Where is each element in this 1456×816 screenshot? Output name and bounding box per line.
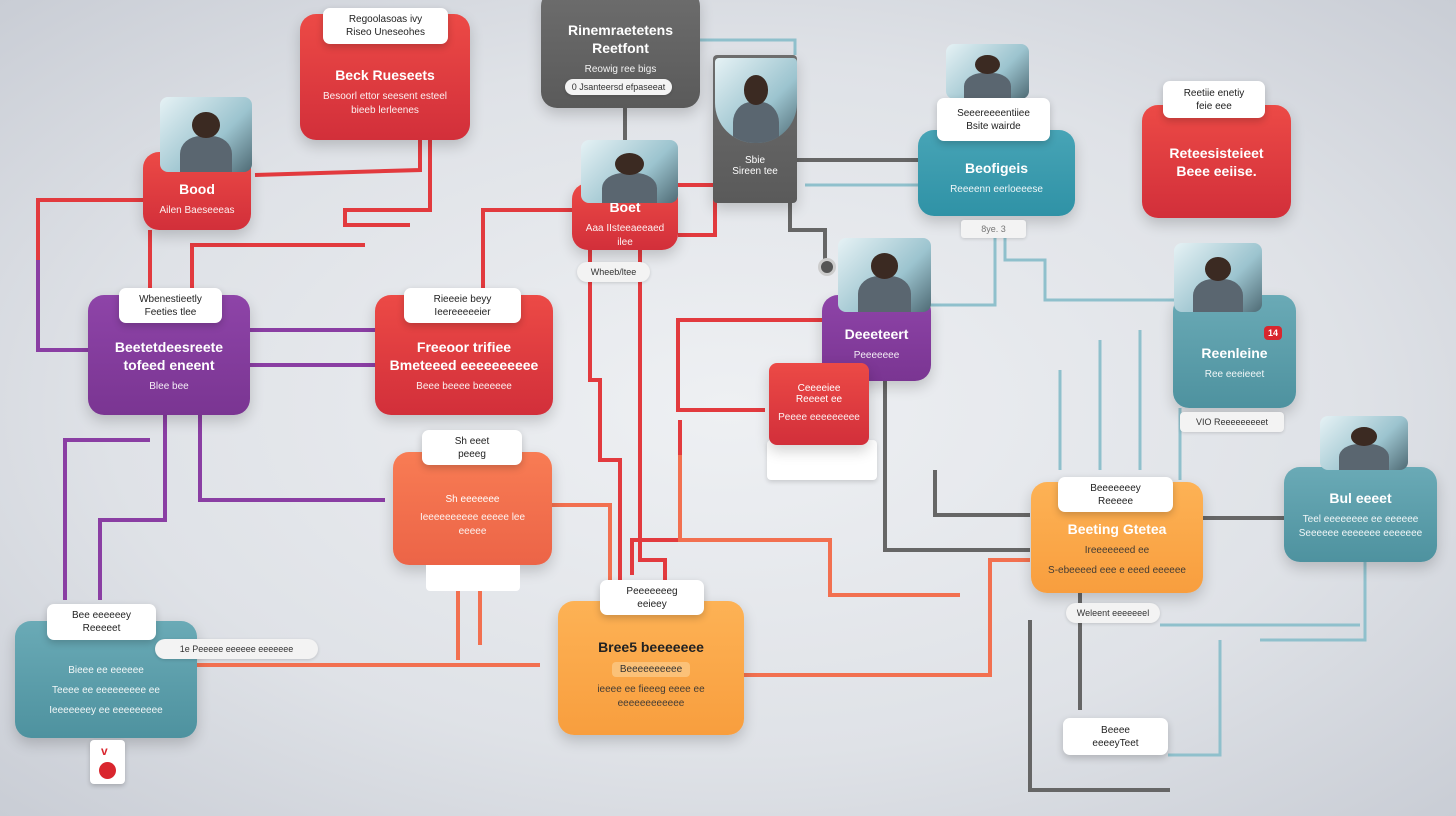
node-title: Reetfont xyxy=(592,40,649,56)
node-sub: S-ebeeeed eee e eeed eeeeee xyxy=(1048,564,1186,576)
node-sub: Teeee ee eeeeeeeee ee xyxy=(52,684,160,696)
node-title: Bood xyxy=(179,181,215,197)
node-sub: Ree eeeieeet xyxy=(1204,368,1265,380)
node-beofigeis[interactable]: Beofigeis Reeeenn eerloeeese xyxy=(918,130,1075,216)
node-pill: Wheeb/ltee xyxy=(577,262,650,282)
blank-card xyxy=(426,565,520,591)
node-sub: Peeee eeeeeeeee xyxy=(778,412,860,423)
node-sub: Sireen tee xyxy=(732,166,778,177)
node-title: Sbie xyxy=(744,155,765,166)
node-teal-left[interactable]: Bieee ee eeeeee Teeee ee eeeeeeeee ee Ie… xyxy=(15,621,197,738)
node-title: Beeting Gtetea xyxy=(1067,520,1167,537)
node-sub: Ieeeeeeeeee eeeee lee xyxy=(419,512,526,523)
node-title: Reeeet ee xyxy=(795,394,843,405)
node-pill: Beeeeeeeeee xyxy=(611,661,691,677)
alert-icon[interactable]: v xyxy=(90,740,125,784)
node-sub: Besoorl ettor seesent esteel xyxy=(323,91,447,102)
node-red-small[interactable]: Ceeeeiee Reeeet ee Peeee eeeeeeeee xyxy=(769,363,869,445)
person-photo xyxy=(160,97,252,172)
node-title: Beofigeis xyxy=(964,160,1028,176)
blank-card xyxy=(767,440,877,480)
node-red-right[interactable]: Reteesisteieet Beee eeiise. xyxy=(1142,105,1291,218)
node-sub: ieeee ee fieeeg eeee ee xyxy=(597,683,705,695)
node-title: Deeeteert xyxy=(844,326,909,342)
node-bree5[interactable]: Bree5 beeeeeee Beeeeeeeeee ieeee ee fiee… xyxy=(558,601,744,735)
node-title: Bmeteeed eeeeeeeeee xyxy=(389,357,539,373)
man-photo xyxy=(838,238,931,312)
node-sub: Peeeeeee xyxy=(853,350,900,361)
node-sub: eeeee xyxy=(458,526,487,537)
node-sub: bieeb lerleenes xyxy=(351,105,419,116)
node-tag: 8ye. 3 xyxy=(961,220,1026,238)
node-title: Rinemraetetens xyxy=(567,22,674,38)
man-photo xyxy=(1320,416,1408,470)
node-orange-center[interactable]: Sh eeeeeee Ieeeeeeeeee eeeee lee eeeee xyxy=(393,452,552,565)
node-pill: VIO Reeeeeeeeet xyxy=(1180,412,1284,432)
node-sub: Reeeenn eerloeeese xyxy=(950,184,1043,195)
node-title: Freeoor trifiee xyxy=(416,339,512,355)
node-title: Bree5 beeeeeee xyxy=(598,638,704,655)
room-photo xyxy=(715,58,797,143)
node-title: Sh eeeeeee xyxy=(445,494,500,505)
node-sub: Aaa IIsteeaeeaed ilee xyxy=(585,222,665,248)
node-sub: Beee beeee beeeeee xyxy=(416,381,512,392)
node-title: Ceeeeiee xyxy=(797,383,841,394)
node-sub: Ireeeeeeed ee xyxy=(1084,544,1150,556)
device-photo xyxy=(1174,243,1262,312)
node-connector-icon xyxy=(818,258,836,276)
node-sub: Seeeeee eeeeeee eeeeeee xyxy=(1298,527,1423,539)
desk-photo xyxy=(581,140,678,203)
node-pill: 0 Jsanteersd efpaseeat xyxy=(565,79,672,95)
node-sub: Teel eeeeeeee ee eeeeee xyxy=(1302,513,1419,525)
node-title: Reenleine xyxy=(1201,344,1268,361)
node-reenleine[interactable]: Reenleine Ree eeeieeet xyxy=(1173,295,1296,408)
woman-photo xyxy=(946,44,1029,99)
node-title: Beck Rueseets xyxy=(335,67,435,83)
node-title: Beee eeiise. xyxy=(1176,162,1257,179)
node-sub: Ailen Baeseeeas xyxy=(159,205,235,216)
node-pill: 1e Peeeee eeeeee eeeeeee xyxy=(155,639,318,659)
node-sub: Blee bee xyxy=(149,381,189,392)
notification-badge: 14 xyxy=(1264,326,1283,340)
node-sub: Bieee ee eeeeee xyxy=(68,664,144,676)
node-sub: Ieeeeeeey ee eeeeeeeee xyxy=(49,704,163,716)
node-sub: eeeeeeeeeeee xyxy=(617,697,685,709)
node-title: Reteesisteieet xyxy=(1169,144,1264,161)
node-title: tofeed eneent xyxy=(123,357,215,373)
node-pill: Weleent eeeeeeel xyxy=(1066,603,1160,623)
node-bul-eeeet[interactable]: Bul eeeet Teel eeeeeeee ee eeeeee Seeeee… xyxy=(1284,467,1437,562)
node-title: Bul eeeet xyxy=(1329,489,1392,506)
node-sub: Reowig ree bigs xyxy=(584,64,657,75)
node-title: Beetetdeesreete xyxy=(114,339,224,355)
